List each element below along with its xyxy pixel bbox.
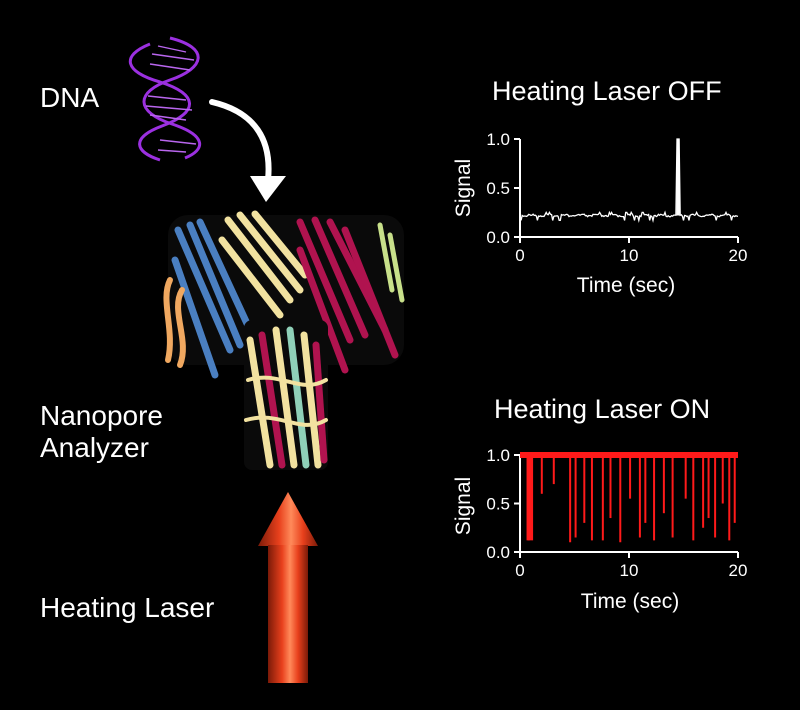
dna-helix-icon — [128, 36, 202, 162]
chart-laser-on: 0 10 20 0.0 0.5 1.0 Time (sec) Signal — [452, 446, 747, 613]
chart-off-xlabel: Time (sec) — [577, 274, 675, 297]
chart-title-on: Heating Laser ON — [494, 394, 711, 424]
y-tick-label: 0.0 — [486, 543, 510, 562]
y-tick-label: 1.0 — [486, 130, 510, 149]
nanopore-protein-icon — [163, 210, 405, 470]
chart-on-axes — [519, 455, 738, 553]
x-tick-label: 10 — [620, 561, 639, 580]
y-tick-label: 0.5 — [486, 495, 510, 514]
signal-blockade-block — [526, 455, 534, 541]
laser-arrow-icon — [258, 492, 318, 683]
chart-off-ylabel: Signal — [452, 159, 475, 217]
curved-arrow-icon — [209, 99, 286, 202]
dna-label: DNA — [40, 82, 100, 113]
x-tick-label: 0 — [515, 561, 524, 580]
y-tick-label: 1.0 — [486, 446, 510, 465]
nanopore-label-line2: Analyzer — [40, 432, 149, 464]
heating-laser-label: Heating Laser — [40, 592, 215, 623]
nanopore-label-line1: Nanopore — [40, 400, 163, 431]
x-tick-label: 10 — [620, 246, 639, 265]
x-tick-label: 20 — [729, 561, 748, 580]
nanopore-analyzer-label: Nanopore Analyzer — [40, 400, 163, 464]
chart-on-ylabel: Signal — [452, 477, 475, 535]
x-tick-label: 20 — [729, 246, 748, 265]
chart-on-xlabel: Time (sec) — [581, 590, 679, 613]
chart-laser-off: 0 10 20 0.0 0.5 1.0 Time (sec) Signal — [452, 130, 747, 297]
x-tick-label: 0 — [515, 246, 524, 265]
signal-trace-off — [519, 138, 739, 223]
chart-title-off: Heating Laser OFF — [492, 76, 722, 106]
chart-off-axes — [519, 139, 738, 238]
y-tick-label: 0.5 — [486, 179, 510, 198]
y-tick-label: 0.0 — [486, 228, 510, 247]
